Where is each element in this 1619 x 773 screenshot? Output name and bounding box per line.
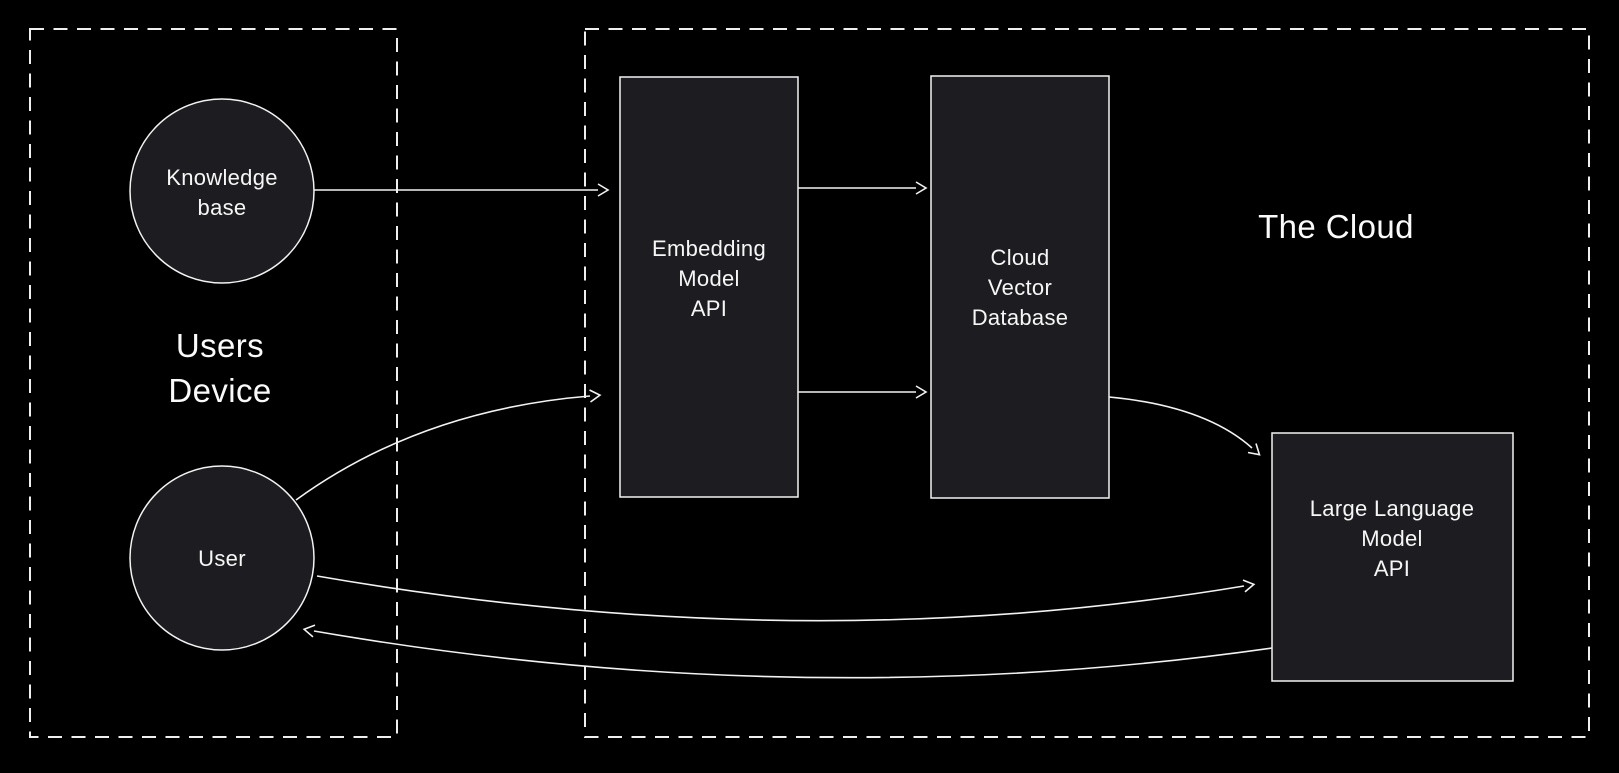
edge-user-to-embedding-model bbox=[295, 389, 602, 501]
embedding-model-label-line3: API bbox=[691, 296, 727, 321]
users-device-group-label-line1: Users bbox=[176, 327, 264, 364]
the-cloud-group-label: The Cloud bbox=[1258, 208, 1414, 245]
embedding-model-label-line1: Embedding bbox=[652, 236, 766, 261]
cloud-vector-db-label-line3: Database bbox=[972, 305, 1069, 330]
knowledge-base-node bbox=[129, 98, 315, 284]
knowledge-base-label-line1: Knowledge bbox=[166, 165, 278, 190]
user-label: User bbox=[198, 546, 246, 571]
knowledge-base-label-line2: base bbox=[198, 195, 247, 220]
users-device-group-box bbox=[29, 28, 398, 738]
cloud-vector-database-node bbox=[930, 75, 1110, 499]
embedding-model-api-node bbox=[619, 76, 799, 498]
the-cloud-group-box bbox=[584, 28, 1590, 738]
users-device-group-label-line2: Device bbox=[168, 372, 271, 409]
edge-user-to-llm bbox=[316, 575, 1256, 622]
embedding-model-label-line2: Model bbox=[678, 266, 739, 291]
llm-api-label-line3: API bbox=[1374, 556, 1410, 581]
user-node bbox=[129, 465, 315, 651]
edge-vector-db-to-llm bbox=[1108, 396, 1261, 456]
cloud-vector-db-label-line2: Vector bbox=[988, 275, 1052, 300]
edge-llm-to-user bbox=[302, 624, 1273, 679]
cloud-vector-db-label-line1: Cloud bbox=[991, 245, 1050, 270]
llm-api-label-line1: Large Language bbox=[1310, 496, 1474, 521]
large-language-model-api-node bbox=[1271, 432, 1514, 682]
llm-api-label-line2: Model bbox=[1361, 526, 1422, 551]
